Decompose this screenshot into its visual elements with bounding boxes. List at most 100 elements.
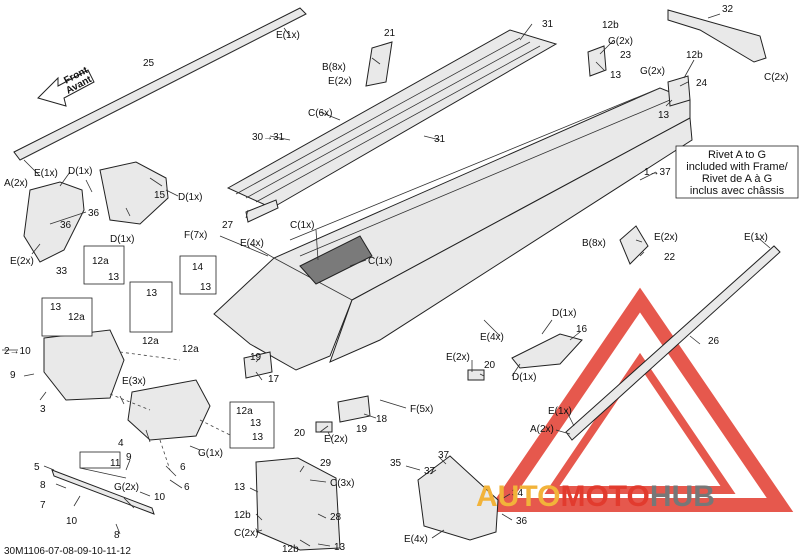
callout-label: F(5x) bbox=[410, 404, 433, 415]
rivet-note-line-2: included with Frame/ bbox=[686, 161, 788, 173]
rail-26 bbox=[565, 245, 781, 441]
rivet-note-line-4: inclus avec châssis bbox=[690, 185, 785, 197]
callout-label: 37 bbox=[424, 466, 436, 477]
bracket-21 bbox=[365, 41, 393, 87]
inset-box-12a-13-b bbox=[229, 401, 275, 449]
rivet-note-line-1: Rivet A to G bbox=[708, 149, 766, 161]
callout-label: 37 bbox=[438, 450, 450, 461]
callout-label: 1→37 bbox=[644, 167, 671, 178]
callout-label: 35 bbox=[390, 458, 402, 469]
callout-label: 36 bbox=[60, 220, 72, 231]
inset-box-11 bbox=[79, 451, 121, 469]
inset-box-13-12a-b bbox=[129, 281, 173, 333]
callout-label: 32 bbox=[722, 4, 734, 15]
callout-label: E(4x) bbox=[240, 238, 264, 249]
callout-label: E(1x) bbox=[548, 406, 572, 417]
bracket-4 bbox=[127, 379, 211, 441]
plate-20-right bbox=[467, 369, 485, 381]
callout-label: 13 bbox=[50, 302, 62, 313]
callout-label: E(1x) bbox=[744, 232, 768, 243]
callout-label: 14 bbox=[192, 262, 204, 273]
callout-label: 30→31 bbox=[252, 132, 285, 143]
callout-label: 29 bbox=[320, 458, 332, 469]
callout-label: E(4x) bbox=[480, 332, 504, 343]
callout-label: E(3x) bbox=[122, 376, 146, 387]
callout-label: 2→10 bbox=[4, 346, 31, 357]
callout-label: G(2x) bbox=[608, 36, 633, 47]
callout-label: 15 bbox=[154, 190, 166, 201]
bracket-23 bbox=[587, 45, 607, 77]
callout-label: C(1x) bbox=[368, 256, 392, 267]
callout-label: 9 bbox=[126, 452, 132, 463]
callout-label: C(3x) bbox=[330, 478, 354, 489]
callout-label: 19 bbox=[356, 424, 368, 435]
bracket-34 bbox=[417, 455, 499, 541]
callout-label: B(8x) bbox=[582, 238, 606, 249]
callout-label: E(2x) bbox=[324, 434, 348, 445]
callout-label: 12b bbox=[234, 510, 251, 521]
callout-label: E(4x) bbox=[404, 534, 428, 545]
callout-label: 27 bbox=[222, 220, 234, 231]
callout-label: 8 bbox=[40, 480, 46, 491]
cover-28 bbox=[255, 457, 341, 551]
callout-label: 12a bbox=[142, 336, 159, 347]
callout-label: D(1x) bbox=[68, 166, 92, 177]
callout-label: F(7x) bbox=[184, 230, 207, 241]
callout-label: 12b bbox=[602, 20, 619, 31]
watermark-auto: AUTO bbox=[476, 480, 560, 513]
callout-label: 22 bbox=[664, 252, 676, 263]
callout-label: 18 bbox=[376, 414, 388, 425]
bracket-17 bbox=[243, 351, 273, 379]
callout-label: 13 bbox=[108, 272, 120, 283]
callout-label: E(1x) bbox=[276, 30, 300, 41]
watermark-triangle bbox=[486, 287, 794, 512]
callout-label: 12a bbox=[68, 312, 85, 323]
callout-label: 12a bbox=[92, 256, 109, 267]
guide-lines-lower bbox=[109, 351, 241, 471]
rod-11 bbox=[79, 467, 127, 479]
callout-label: G(2x) bbox=[640, 66, 665, 77]
callout-label: 36 bbox=[516, 516, 528, 527]
callout-label: 26 bbox=[708, 336, 720, 347]
bracket-24 bbox=[667, 75, 691, 107]
callout-label: C(6x) bbox=[308, 108, 332, 119]
callout-label: 8 bbox=[114, 530, 120, 541]
callout-label: 13 bbox=[250, 418, 262, 429]
bracket-27 bbox=[245, 199, 279, 223]
callout-label: 13 bbox=[334, 542, 346, 553]
callout-label: 3 bbox=[40, 404, 46, 415]
callout-label: 17 bbox=[268, 374, 280, 385]
callout-label: D(1x) bbox=[512, 372, 536, 383]
callout-label: 31 bbox=[434, 134, 446, 145]
bracket-33 bbox=[23, 181, 85, 263]
bracket-22 bbox=[619, 225, 649, 265]
callout-label: 16 bbox=[576, 324, 588, 335]
callout-label: C(1x) bbox=[290, 220, 314, 231]
watermark-inner-triangle bbox=[544, 352, 736, 494]
tunnel-panel-30 bbox=[226, 29, 558, 209]
callout-label: 13 bbox=[146, 288, 158, 299]
callout-label: 5 bbox=[34, 462, 40, 473]
inset-box-14-13 bbox=[179, 255, 217, 295]
bracket-15 bbox=[99, 161, 169, 225]
rivet-note-line-3: Rivet de A à G bbox=[702, 173, 772, 185]
front-arrow bbox=[37, 69, 95, 107]
callout-label: G(2x) bbox=[114, 482, 139, 493]
callout-label: G(1x) bbox=[198, 448, 223, 459]
callout-label: 12a bbox=[182, 344, 199, 355]
callout-label: D(1x) bbox=[552, 308, 576, 319]
callout-label: 21 bbox=[384, 28, 396, 39]
leader-lines bbox=[2, 13, 771, 547]
callout-label: 19 bbox=[250, 352, 262, 363]
callout-label: D(1x) bbox=[110, 234, 134, 245]
callout-labels: 25 E(1x) 31 12b G(2x) 23 13 32 21 B(8x) … bbox=[4, 4, 788, 555]
watermark-wordmark: AUTOMOTOHUB bbox=[476, 480, 715, 513]
callout-label: 10 bbox=[66, 516, 78, 527]
callout-label: C(2x) bbox=[234, 528, 258, 539]
watermark-moto: MOTO bbox=[560, 480, 649, 513]
bracket-18 bbox=[337, 395, 371, 423]
plate-20-left bbox=[315, 421, 333, 433]
drawing-code: 30M1106-07-08-09-10-11-12 bbox=[4, 546, 131, 557]
